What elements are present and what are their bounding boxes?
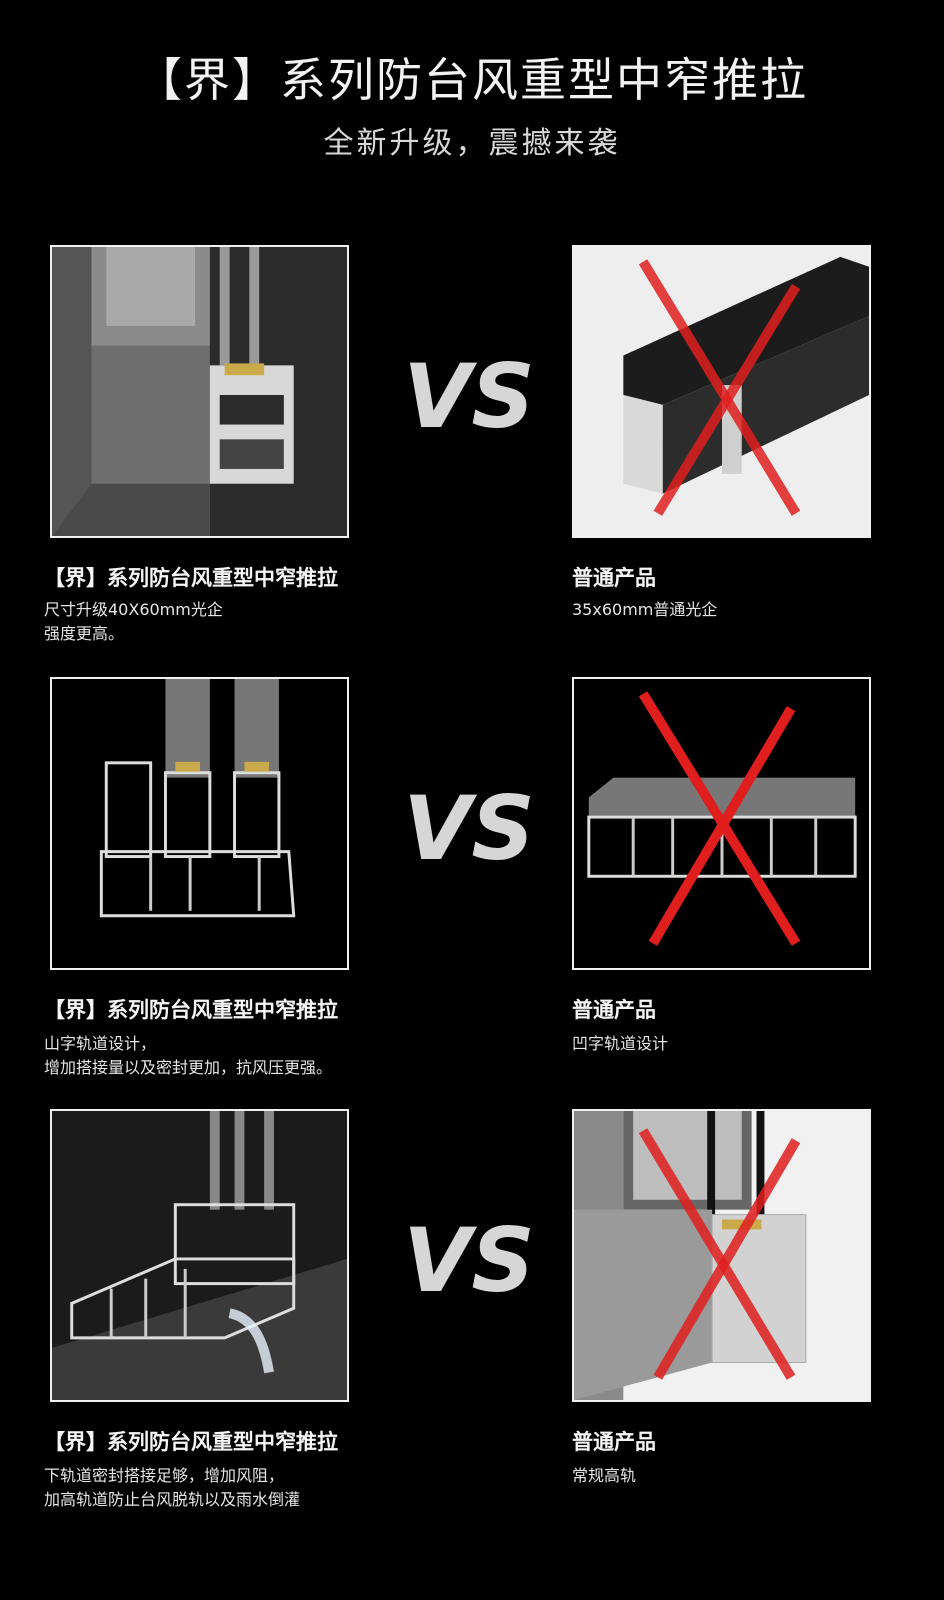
our-product-desc-line: 增加搭接量以及密封更加，抗风压更强。 <box>44 1058 333 1077</box>
vs-badge-3: VS <box>394 1209 544 1312</box>
svg-text:VS: VS <box>403 1209 534 1309</box>
our-product-desc-line: 加高轨道防止台风脱轨以及雨水倒灌 <box>44 1490 301 1509</box>
our-profile-image-3 <box>50 1109 349 1402</box>
common-product-desc-line: 35x60mm普通光企 <box>572 600 718 619</box>
our-product-title-2: 【界】系列防台风重型中窄推拉 <box>44 998 338 1022</box>
vs-badge-1: VS <box>394 345 544 448</box>
page-subtitle: 全新升级，震撼来袭 <box>323 126 621 161</box>
common-product-title-3: 普通产品 <box>572 1430 656 1454</box>
our-product-title-3: 【界】系列防台风重型中窄推拉 <box>44 1430 338 1454</box>
common-product-desc-3: 常规高轨 <box>572 1464 636 1488</box>
our-product-desc-2: 山字轨道设计， 增加搭接量以及密封更加，抗风压更强。 <box>44 1032 332 1080</box>
our-product-desc-3: 下轨道密封搭接足够，增加风阻， 加高轨道防止台风脱轨以及雨水倒灌 <box>44 1464 300 1512</box>
common-product-desc-2: 凹字轨道设计 <box>572 1032 668 1056</box>
our-product-desc-line: 下轨道密封搭接足够，增加风阻， <box>44 1466 285 1485</box>
common-product-title-2: 普通产品 <box>572 998 656 1022</box>
svg-text:VS: VS <box>403 345 534 445</box>
our-product-desc-line: 尺寸升级40X60mm光企 <box>44 600 223 619</box>
our-product-title-1: 【界】系列防台风重型中窄推拉 <box>44 566 338 590</box>
common-product-desc-1: 35x60mm普通光企 <box>572 598 717 622</box>
our-profile-image-1 <box>50 245 349 538</box>
vs-badge-2: VS <box>394 777 544 880</box>
our-product-desc-1: 尺寸升级40X60mm光企 强度更高。 <box>44 598 223 646</box>
our-profile-image-2 <box>50 677 349 970</box>
svg-text:VS: VS <box>403 777 534 877</box>
common-product-title-1: 普通产品 <box>572 566 656 590</box>
common-profile-image-3 <box>572 1109 871 1402</box>
common-product-desc-line: 凹字轨道设计 <box>572 1034 669 1053</box>
our-product-desc-line: 强度更高。 <box>44 624 125 643</box>
page-title: 【界】系列防台风重型中窄推拉 <box>136 53 808 107</box>
common-profile-image-1 <box>572 245 871 538</box>
common-profile-image-2 <box>572 677 871 970</box>
common-product-desc-line: 常规高轨 <box>572 1466 637 1485</box>
our-product-desc-line: 山字轨道设计， <box>44 1034 157 1053</box>
